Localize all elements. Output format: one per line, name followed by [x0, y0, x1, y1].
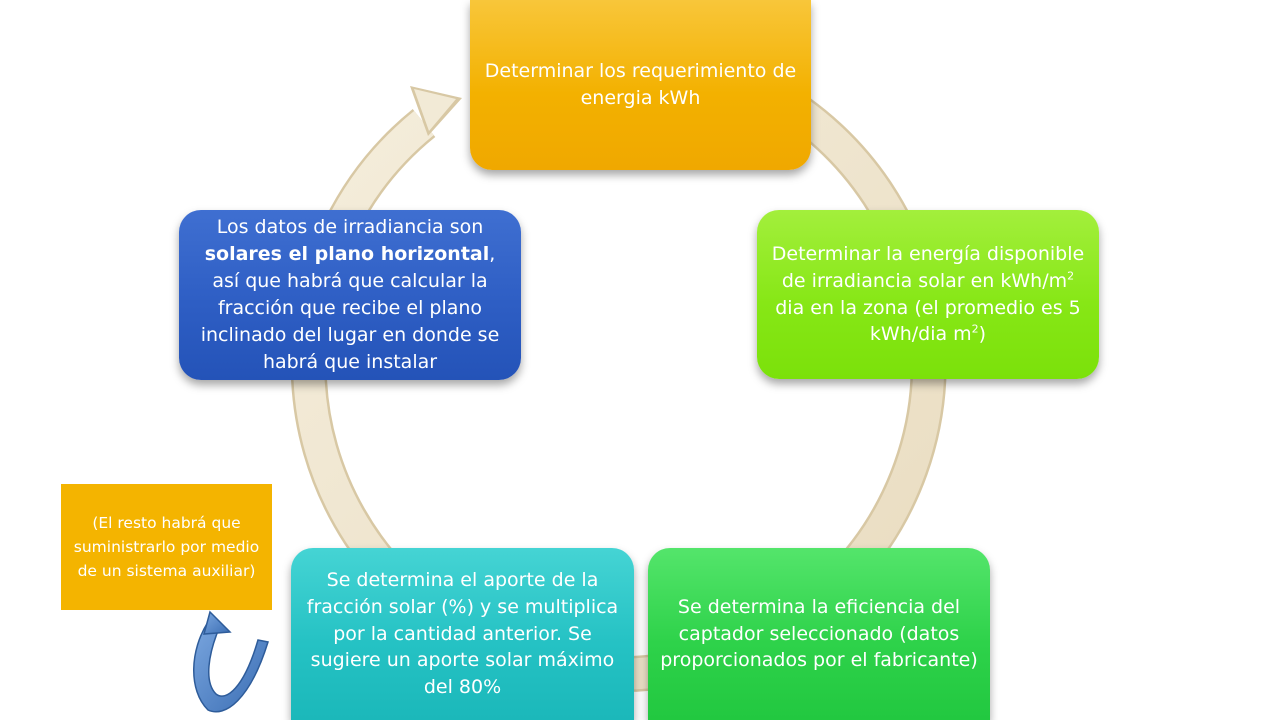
step-left-text-bold: solares el plano horizontal: [204, 243, 490, 266]
step-left-text-part2: , así que habrá que calcular la fracción…: [200, 243, 500, 373]
step-top-text: Determinar los requerimiento de energia …: [484, 60, 797, 109]
step-right-text-part3: ): [978, 323, 987, 346]
step-bottom-left-text: Se determina el aporte de la fracción so…: [306, 568, 619, 699]
note-text: (El resto habrá que suministrarlo por me…: [73, 513, 260, 580]
step-left-text: Los datos de irradiancia son solares el …: [191, 214, 509, 376]
step-irradiance-horizontal-plane: Los datos de irradiancia son solares el …: [179, 210, 521, 380]
step-solar-fraction: Se determina el aporte de la fracción so…: [291, 548, 634, 720]
step-determine-energy-requirement: Determinar los requerimiento de energia …: [470, 0, 811, 170]
superscript-2: 2: [1067, 269, 1075, 283]
step-right-text: Determinar la energía disponible de irra…: [769, 241, 1087, 349]
step-collector-efficiency: Se determina la eficiencia del captador …: [648, 548, 990, 720]
cycle-arrow-icon: [410, 86, 462, 136]
auxiliary-system-note: (El resto habrá que suministrarlo por me…: [61, 484, 272, 610]
step-right-text-part2: dia en la zona (el promedio es 5 kWh/dia…: [775, 296, 1081, 346]
step-left-text-part1: Los datos de irradiancia son: [216, 216, 484, 239]
step-available-irradiance: Determinar la energía disponible de irra…: [757, 210, 1099, 379]
curved-arrow-icon: [193, 610, 269, 713]
superscript-2-second: 2: [971, 323, 979, 337]
step-right-text-part1: Determinar la energía disponible de irra…: [771, 242, 1085, 292]
step-bottom-right-text: Se determina la eficiencia del captador …: [660, 595, 978, 672]
